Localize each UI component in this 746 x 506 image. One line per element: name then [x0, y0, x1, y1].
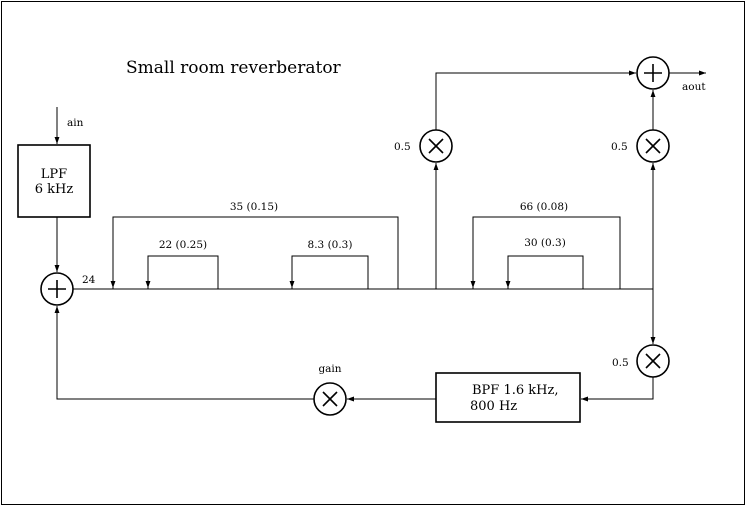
gain-top-left-multiplier [419, 129, 453, 163]
gain-bottom-multiplier [636, 344, 670, 378]
tap-inner-left-a-bracket [147, 255, 219, 289]
feedback-to-bpf-arrow [581, 377, 654, 402]
bpf-label-line2: 800 Hz [470, 399, 517, 414]
tap-outer-left-label: 35 (0.15) [230, 201, 278, 213]
lpf-block [17, 144, 91, 218]
gain-to-input-sum-arrow [54, 306, 314, 400]
input-delay-label: 24 [82, 274, 96, 286]
gain-top-right-label: 0.5 [611, 141, 628, 153]
gain-multiplier [313, 382, 347, 416]
gain-top-right-multiplier [636, 129, 670, 163]
tap-inner-left-b-bracket [291, 255, 369, 289]
tap-inner-left-a-label: 22 (0.25) [159, 239, 207, 251]
gain-bottom-label: 0.5 [612, 357, 629, 369]
gain-top-left-label: 0.5 [394, 141, 411, 153]
tap-outer-right-label: 66 (0.08) [520, 201, 568, 213]
bpf-block [435, 372, 581, 423]
output-sum-node [636, 56, 670, 90]
input-sum-node [40, 272, 74, 306]
tap-outer-left-bracket [112, 216, 399, 289]
output-label: aout [682, 81, 706, 93]
tap-inner-right-bracket [507, 255, 584, 289]
tap-inner-right-label: 30 (0.3) [524, 237, 566, 249]
tap-inner-left-b-label: 8.3 (0.3) [308, 239, 353, 251]
tap-outer-right-bracket [472, 216, 621, 289]
diagram-title: Small room reverberator [126, 58, 342, 78]
lpf-label-line2: 6 kHz [35, 182, 74, 197]
gain-to-output-sum-arrow [435, 70, 636, 130]
lpf-label-line1: LPF [41, 167, 67, 182]
gain-label: gain [318, 363, 341, 375]
bpf-label-line1: BPF 1.6 kHz, [472, 383, 558, 398]
input-label: ain [67, 117, 84, 129]
